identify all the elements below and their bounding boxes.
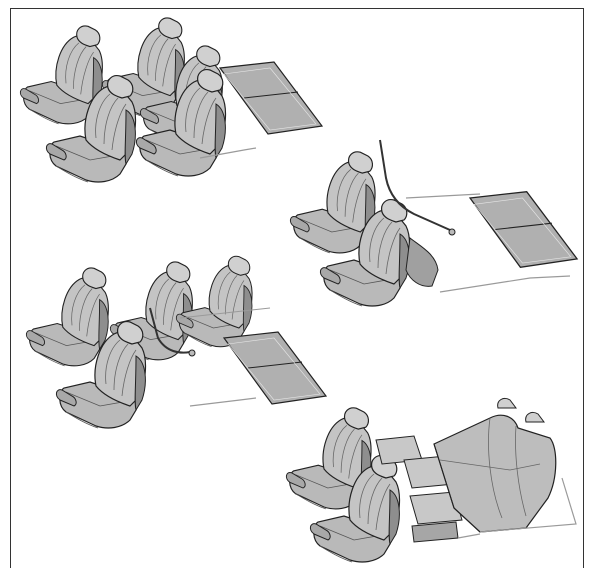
panel-b-cargo-panel — [470, 192, 577, 268]
figure-frame — [10, 8, 584, 568]
panel-c-floor-line — [190, 398, 256, 406]
panel-c-rear-seat-left — [26, 268, 108, 366]
panel-c-cargo-panel — [224, 332, 326, 404]
panel-a-cargo-panel — [220, 62, 322, 134]
panel-b-illustration — [290, 140, 577, 306]
panel-d-illustration — [286, 398, 576, 562]
panel-a-illustration — [20, 18, 322, 182]
panel-c-illustration — [26, 256, 326, 428]
